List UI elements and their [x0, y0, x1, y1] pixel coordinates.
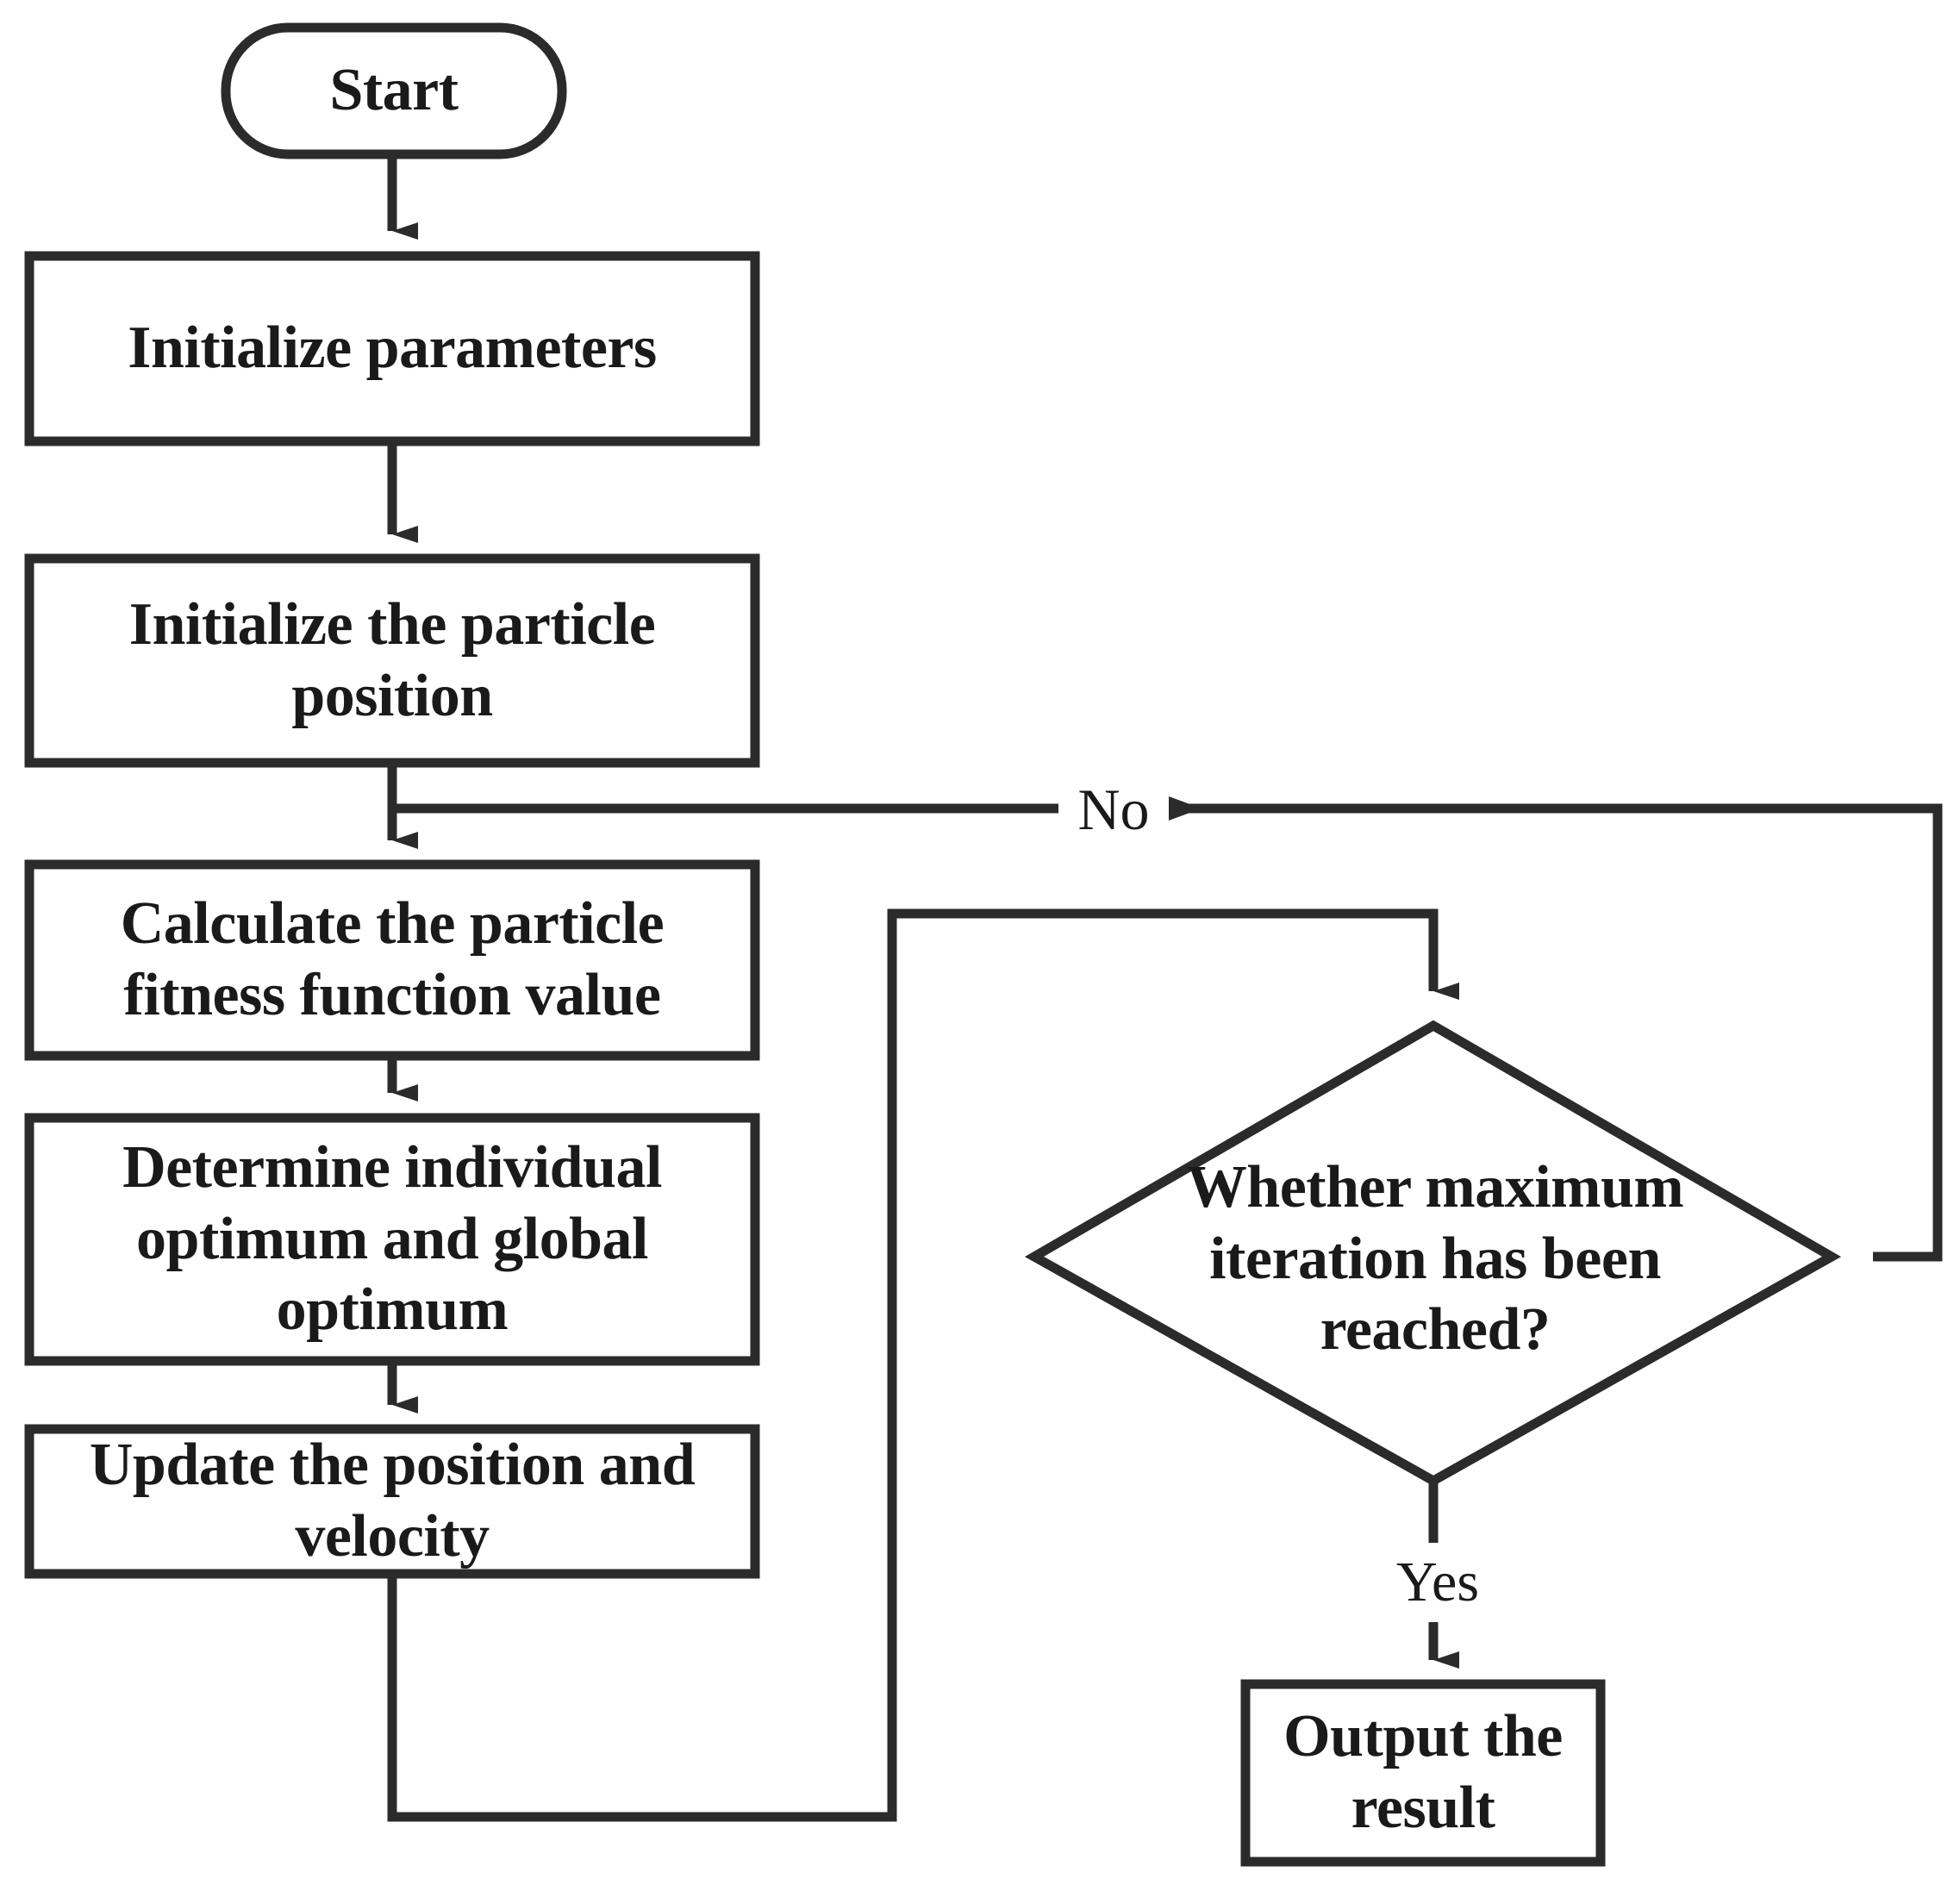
- edge-label-yes: Yes: [1384, 1543, 1491, 1622]
- node-init-params-shape: [24, 251, 760, 446]
- node-calculate-fitness-shape: [24, 859, 760, 1061]
- edge-label-no: No: [1058, 765, 1169, 853]
- edge-decision-no-to-calculate: [1169, 796, 1943, 1262]
- edge-label-no-text: No: [1077, 776, 1150, 842]
- edge-update-to-decision: [387, 908, 1459, 1822]
- node-update-shape: [24, 1424, 760, 1579]
- node-start-shape: [221, 22, 567, 159]
- node-decision-shape: [1024, 1020, 1842, 1487]
- node-determine-optimum-shape: [24, 1113, 760, 1366]
- node-output-shape: [1240, 1679, 1606, 1867]
- node-init-position-shape: [24, 553, 760, 768]
- edge-label-yes-text: Yes: [1395, 1551, 1480, 1613]
